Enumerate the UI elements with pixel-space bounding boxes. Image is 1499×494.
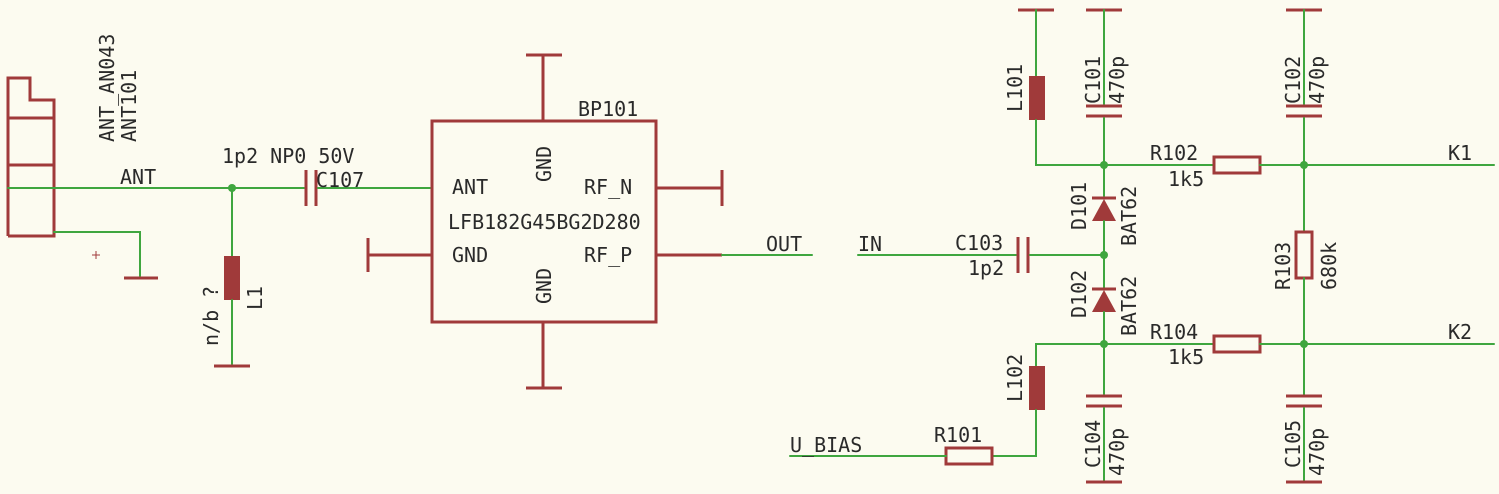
c104-value: 470p — [1105, 428, 1129, 476]
l1-ref: L1 — [243, 286, 267, 310]
c107-value: 1p2 NP0 50V — [222, 144, 354, 168]
d101-ref: D101 — [1067, 182, 1091, 230]
bp101-ref: BP101 — [578, 97, 638, 121]
r102-value: 1k5 — [1168, 167, 1204, 191]
c103-ref: C103 — [955, 231, 1003, 255]
antenna-symbol — [6, 76, 100, 259]
r102-ref: R102 — [1150, 141, 1198, 165]
r103-value: 680k — [1317, 242, 1341, 290]
diode-d101-body — [1092, 199, 1116, 221]
d102-value: BAT62 — [1117, 276, 1141, 336]
antenna-part-label: ANT_AN043 — [95, 34, 119, 142]
junction — [1300, 161, 1308, 169]
l101-ref: L101 — [1003, 64, 1027, 112]
inductor-l101 — [1029, 76, 1045, 120]
c101-value: 470p — [1105, 56, 1129, 104]
antenna-ref-label: ANT101 — [117, 70, 141, 142]
net-label-vbias: U_BIAS — [790, 433, 862, 457]
net-label-ant: ANT — [120, 165, 156, 189]
resistor-r104 — [1212, 334, 1262, 354]
bp101-pin-label-ant: ANT — [452, 175, 488, 199]
r104-ref: R104 — [1150, 320, 1198, 344]
junction — [1100, 251, 1108, 259]
junction — [1300, 340, 1308, 348]
diode-d102-body — [1092, 290, 1116, 312]
d102-ref: D102 — [1067, 270, 1091, 318]
wire — [1035, 119, 1105, 166]
c107-ref: C107 — [316, 168, 364, 192]
c105-value: 470p — [1305, 428, 1329, 476]
c103-value: 1p2 — [968, 256, 1004, 280]
resistor-r101 — [944, 446, 994, 466]
junction — [1100, 161, 1108, 169]
wire — [1035, 343, 1105, 367]
d101-value: BAT62 — [1117, 186, 1141, 246]
junction — [1100, 340, 1108, 348]
net-label-k2: K2 — [1448, 320, 1472, 344]
inductor-l102 — [1029, 366, 1045, 410]
r103-ref: R103 — [1271, 242, 1295, 290]
bp101-pin-label-gnd: GND — [452, 243, 488, 267]
wire-ant-gnd — [53, 231, 141, 277]
c102-value: 470p — [1305, 56, 1329, 104]
r104-value: 1k5 — [1168, 345, 1204, 369]
c104-ref: C104 — [1081, 420, 1105, 468]
resistor-r103 — [1294, 230, 1314, 280]
wire — [991, 409, 1037, 457]
net-label-k1: K1 — [1448, 141, 1472, 165]
inductor-l1 — [224, 256, 240, 300]
r101-ref: R101 — [934, 423, 982, 447]
l102-ref: L102 — [1003, 354, 1027, 402]
bp101-pin-label-gnd-top: GND — [532, 146, 556, 182]
c101-ref: C101 — [1081, 56, 1105, 104]
l1-value: n/b ? — [199, 286, 223, 346]
bp101-pin-label-rf-n: RF_N — [584, 175, 632, 199]
net-label-in: IN — [858, 232, 882, 256]
bp101-pin-label-rf-p: RF_P — [584, 243, 632, 267]
resistor-r102 — [1212, 155, 1262, 175]
c105-ref: C105 — [1281, 420, 1305, 468]
net-label-out: OUT — [766, 232, 802, 256]
bp101-part: LFB182G45BG2D280 — [448, 210, 641, 234]
bp101-pin-label-gnd-bottom: GND — [532, 268, 556, 304]
c102-ref: C102 — [1281, 56, 1305, 104]
